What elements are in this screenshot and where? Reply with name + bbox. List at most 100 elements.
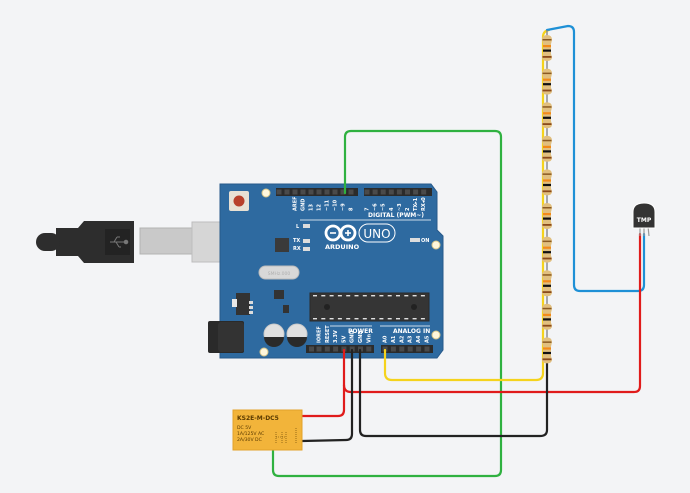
power-pin-label: 5V [341, 336, 347, 343]
crystal-label: SMHz.000 [268, 271, 291, 277]
mounting-hole [431, 240, 441, 250]
led-tx [303, 239, 310, 243]
chip-pin [396, 295, 400, 297]
resistor[interactable] [542, 236, 552, 263]
usb-cable[interactable] [36, 221, 229, 263]
black-wire-gnd-relay[interactable] [300, 348, 354, 443]
digital-pin-socket[interactable] [405, 189, 410, 195]
resistor[interactable] [542, 102, 552, 129]
regulator-pin [249, 311, 253, 314]
resistor-band [543, 83, 551, 86]
resistor-body [542, 203, 552, 229]
digital-pin-socket[interactable] [364, 189, 370, 195]
mounting-hole [259, 347, 269, 357]
analog-header[interactable] [381, 345, 433, 353]
digital-pin-socket[interactable] [421, 189, 427, 195]
resistor[interactable] [542, 303, 552, 330]
analog-pin-socket[interactable] [407, 346, 413, 352]
digital-pin-socket[interactable] [316, 189, 322, 195]
power-header[interactable] [306, 345, 374, 353]
resistor-band [542, 240, 552, 243]
resistor-band [542, 207, 552, 209]
resistor-band [542, 173, 552, 175]
chip-pin [379, 318, 384, 320]
digital-pin-label: 4 [389, 207, 395, 211]
chip-pin [371, 295, 376, 297]
resistor-chain[interactable] [542, 30, 552, 364]
relay[interactable]: KS2E-M-DC5 DC 5V 1A/125V AC 2A/30V DC [232, 409, 303, 451]
resistor[interactable] [542, 337, 552, 364]
power-pin-socket[interactable] [309, 346, 314, 352]
digital-pin-socket[interactable] [332, 189, 338, 195]
chip-pin [371, 318, 376, 320]
resistor[interactable] [542, 68, 552, 95]
resistor-band [543, 150, 551, 153]
resistor-band [543, 49, 551, 52]
chip-pin [412, 295, 417, 297]
power-pin-label: RESET [325, 325, 331, 343]
digital-pin-socket[interactable] [308, 189, 314, 195]
resistor-band [542, 72, 552, 75]
chip-pin [420, 318, 425, 320]
tmp-sensor[interactable]: TMP [632, 202, 656, 237]
analog-pin-socket[interactable] [399, 346, 405, 352]
power-pin-socket[interactable] [333, 346, 339, 352]
black-wire-gnd-resistors[interactable] [358, 348, 549, 438]
digital-pin-label: 2 [405, 207, 411, 211]
digital-pin-socket[interactable] [292, 189, 298, 195]
resistor[interactable] [542, 169, 552, 196]
red-wire-5v-relay[interactable] [300, 348, 346, 418]
red-wire-5v-sensor[interactable] [342, 232, 642, 394]
digital-pin-socket[interactable] [396, 189, 402, 195]
yellow-wire[interactable] [383, 28, 551, 382]
resistor[interactable] [542, 270, 552, 297]
digital-pin-socket[interactable] [380, 189, 386, 195]
digital-pin-label: ~11 [325, 199, 331, 211]
chip-pin [337, 318, 342, 320]
digital-pin-socket[interactable] [276, 189, 282, 195]
power-pin-socket[interactable] [324, 346, 330, 352]
power-pin-label: Vin [366, 334, 372, 343]
reset-button-cap[interactable] [233, 195, 245, 207]
chip-pin [387, 295, 392, 297]
resistor-band [542, 123, 552, 125]
resistor-band [542, 156, 552, 159]
digital-pin-socket[interactable] [413, 189, 419, 195]
resistor-body [542, 102, 552, 129]
resistor-band [543, 251, 551, 254]
blue-wire[interactable] [545, 24, 646, 293]
analog-pin-socket[interactable] [390, 346, 396, 352]
digital-pin-socket[interactable] [372, 189, 378, 195]
resistor[interactable] [542, 135, 552, 162]
capacitor [286, 323, 308, 347]
resistor-band [543, 318, 551, 321]
chip-pin [404, 318, 409, 320]
chip-dot [411, 304, 417, 310]
digital-pin-socket[interactable] [300, 189, 306, 195]
wires [271, 24, 646, 478]
digital-pin-socket[interactable] [348, 189, 354, 195]
voltage-regulator [236, 293, 250, 315]
resistor-body [542, 35, 552, 61]
arduino-logo-icon [324, 224, 357, 242]
digital-pin-socket[interactable] [284, 189, 290, 195]
digital-pin-socket[interactable] [340, 189, 346, 195]
resistor-band [542, 56, 552, 58]
power-pin-socket[interactable] [366, 346, 372, 352]
digital-pin-socket[interactable] [388, 189, 394, 195]
resistor[interactable] [542, 203, 552, 229]
resistor[interactable] [542, 35, 552, 61]
digital-pin-socket[interactable] [324, 189, 330, 195]
digital-header-label: DIGITAL (PWM~) [368, 212, 424, 219]
green-wire[interactable] [271, 129, 503, 478]
chip-pin [321, 318, 326, 320]
analog-pin-socket[interactable] [424, 346, 430, 352]
analog-pin-socket[interactable] [416, 346, 422, 352]
chip-pin [346, 295, 351, 297]
power-pin-socket[interactable] [358, 346, 363, 352]
digital-pin-label: ~9 [341, 203, 347, 211]
power-pin-socket[interactable] [316, 346, 322, 352]
resistor-band [543, 280, 551, 283]
